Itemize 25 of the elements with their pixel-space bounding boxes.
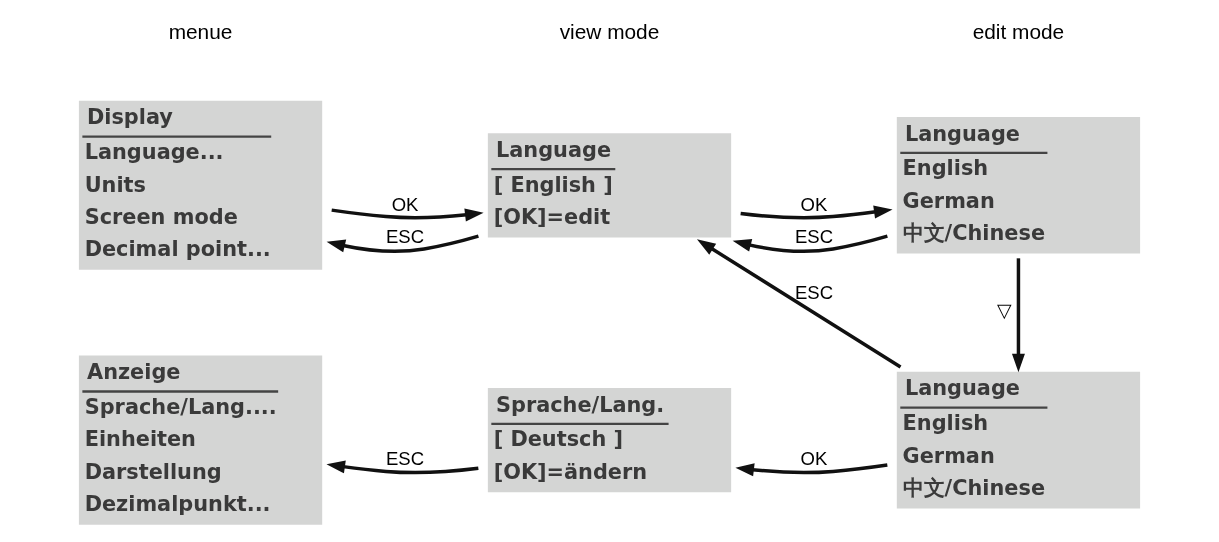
node-box: Language English German 中文/Chinese — [896, 371, 1141, 509]
edge-label: OK — [800, 193, 828, 215]
label: view mode — [559, 19, 660, 43]
edge-label: ▽ — [997, 300, 1013, 322]
arrow — [331, 208, 484, 222]
edge-label: ESC — [385, 448, 425, 470]
edge-label: ESC — [385, 225, 425, 247]
label: menue — [168, 19, 233, 43]
node-box: Display Language... Units Screen mode Decimal point... — [78, 100, 323, 270]
node-box: Language [ English ] [OK]=edit — [487, 133, 732, 238]
arrow — [326, 234, 479, 254]
edge-label: OK — [391, 193, 419, 215]
node-box: Anzeige Sprache/Lang.... Einheiten Darstellung Dezimalpunkt... — [78, 355, 323, 525]
edge-label: OK — [800, 448, 828, 470]
label: edit mode — [972, 19, 1065, 43]
arrow — [1011, 258, 1025, 373]
node-box: Sprache/Lang. [ Deutsch ] [OK]=ändern — [487, 388, 732, 493]
arrow — [735, 463, 888, 477]
arrow — [732, 234, 888, 254]
edge-label: ESC — [794, 281, 834, 303]
node-box: Language English German 中文/Chinese — [896, 116, 1141, 254]
arrow — [326, 460, 479, 475]
arrow — [696, 239, 902, 369]
arrow — [740, 205, 893, 220]
edge-label: ESC — [794, 225, 834, 247]
